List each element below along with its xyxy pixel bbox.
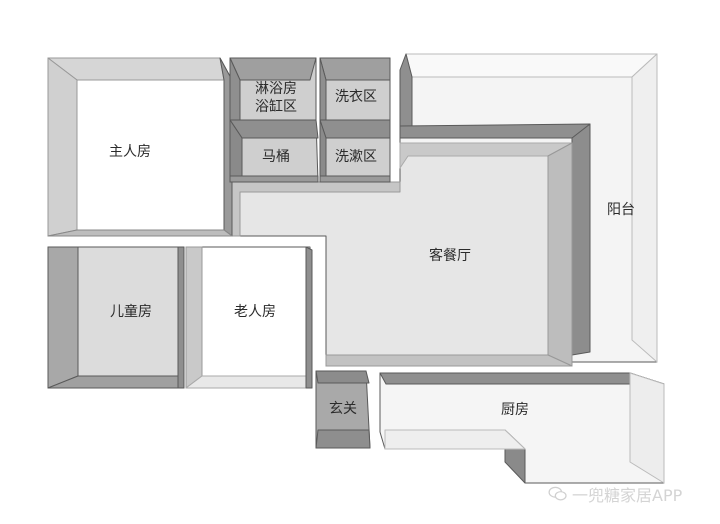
watermark: 一兜糖家居APP bbox=[548, 482, 682, 506]
wechat-icon bbox=[548, 486, 567, 501]
room-master-bedroom bbox=[47, 57, 233, 237]
label-elderly-room: 老人房 bbox=[234, 304, 276, 320]
label-shower-bath: 淋浴房 浴缸区 bbox=[255, 81, 297, 115]
watermark-text: 一兜糖家居APP bbox=[572, 486, 683, 505]
room-entrance bbox=[315, 370, 371, 449]
room-shower-bath bbox=[229, 57, 317, 121]
label-washbasin: 洗漱区 bbox=[335, 149, 377, 165]
label-laundry: 洗衣区 bbox=[335, 89, 377, 105]
label-toilet: 马桶 bbox=[262, 149, 290, 165]
room-kitchen bbox=[379, 372, 665, 484]
room-washbasin bbox=[319, 119, 391, 183]
room-toilet bbox=[229, 119, 319, 183]
label-living-dining: 客餐厅 bbox=[429, 248, 471, 264]
label-master-bedroom: 主人房 bbox=[109, 144, 151, 160]
room-elderly bbox=[185, 246, 313, 389]
label-entrance: 玄关 bbox=[329, 401, 357, 417]
label-kitchen: 厨房 bbox=[501, 402, 529, 418]
room-laundry bbox=[319, 57, 391, 121]
room-living-dining bbox=[229, 142, 573, 367]
label-balcony: 阳台 bbox=[607, 202, 635, 218]
room-kids bbox=[47, 246, 185, 389]
label-kids-room: 儿童房 bbox=[110, 304, 152, 320]
